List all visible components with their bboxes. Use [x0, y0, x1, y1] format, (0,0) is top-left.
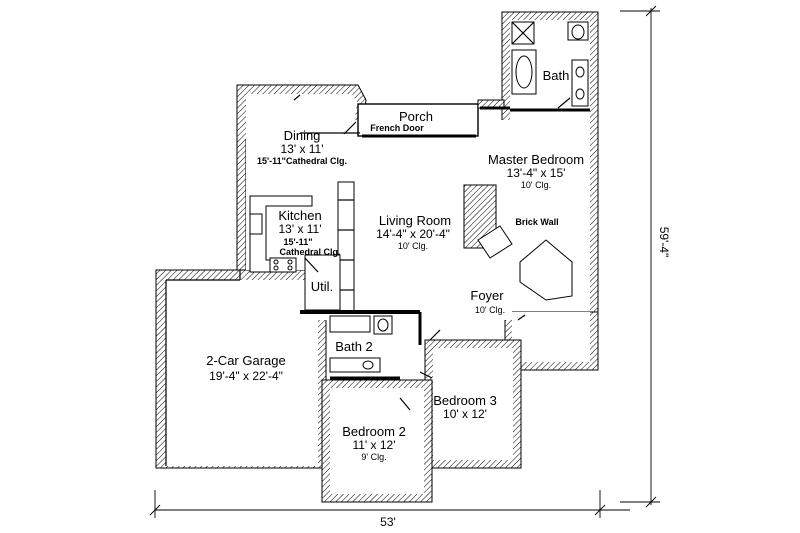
bath-name: Bath: [543, 68, 570, 83]
living-name: Living Room: [379, 213, 451, 228]
garage-name: 2-Car Garage: [206, 353, 285, 368]
dining-ceiling: 15'-11"Cathedral Clg.: [257, 156, 347, 166]
bedroom2-name: Bedroom 2: [342, 424, 406, 439]
bedroom3-size: 10' x 12': [443, 407, 487, 421]
kitchen-counter: [249, 195, 313, 273]
interior-core: [249, 21, 590, 411]
kitchen-ceiling: 15'-11": [284, 237, 313, 247]
garage-size: 19'-4" x 22'-4": [209, 369, 283, 383]
depth-dimension: 59'-4": [657, 227, 671, 258]
bath2-tub: [329, 315, 371, 333]
foyer-name: Foyer: [470, 288, 504, 303]
master-ceiling: 10' Clg.: [521, 180, 551, 190]
bedroom2-size: 11' x 12': [352, 438, 395, 452]
porch-name: Porch: [399, 109, 433, 124]
porch-outline: [357, 103, 479, 137]
master-size: 13'-4" x 15': [507, 166, 566, 180]
bedroom2-ceiling: 9' Clg.: [361, 452, 386, 462]
master-name: Master Bedroom: [488, 152, 584, 167]
brick-wall-label: Brick Wall: [515, 217, 558, 227]
kitchen-name: Kitchen: [278, 208, 321, 223]
cooktop: [269, 257, 297, 273]
french-door-label: French Door: [370, 123, 424, 133]
width-dimension: 53': [380, 515, 396, 529]
room-labels: Dining 13' x 11' 15'-11"Cathedral Clg. P…: [206, 68, 584, 462]
util-label: Util.: [311, 279, 333, 294]
brick-wall-angle: [477, 225, 513, 259]
bath2-name: Bath 2: [335, 339, 373, 354]
kitchen-ceiling2: Cathedral Clg.: [279, 247, 340, 257]
dining-name: Dining: [284, 128, 321, 143]
living-ceiling: 10' Clg.: [398, 241, 428, 251]
bedroom3-name: Bedroom 3: [433, 393, 497, 408]
dimension-lines: 53' 59'-4": [149, 5, 671, 529]
closet: [519, 239, 573, 301]
kitchen-size: 13' x 11': [278, 222, 321, 236]
foyer-ceiling: 10' Clg.: [475, 305, 505, 315]
living-size: 14'-4" x 20'-4": [376, 227, 450, 241]
dining-size: 13' x 11': [280, 142, 323, 156]
sink: [249, 213, 263, 235]
